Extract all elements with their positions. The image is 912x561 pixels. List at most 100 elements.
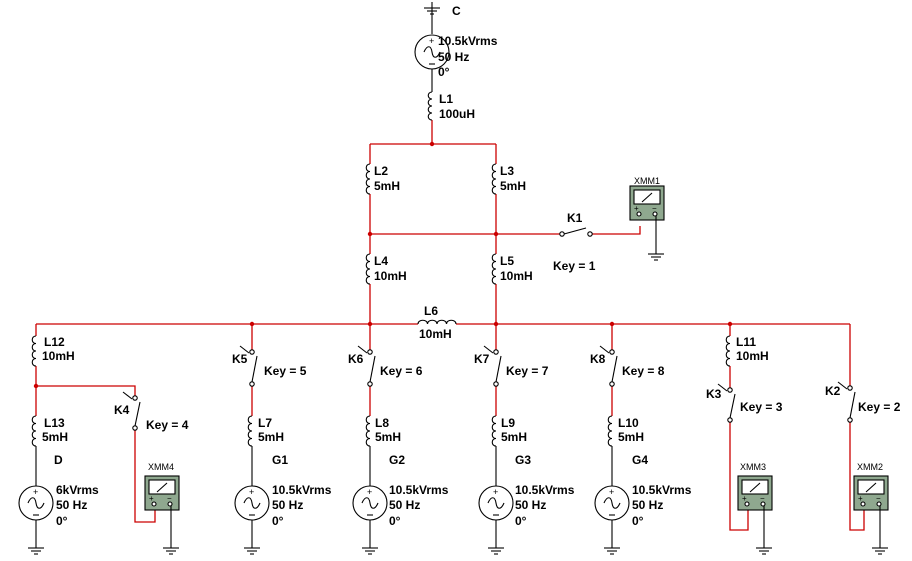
- XMM4-ground-icon: [163, 542, 179, 555]
- L2-value: 5mH: [374, 179, 401, 193]
- K5-switch: [239, 345, 258, 387]
- K8-switch-lever: [611, 355, 618, 383]
- K6-switch-lever: [369, 355, 376, 383]
- L4-name: L4: [374, 254, 389, 268]
- main-ac-source-sine: [423, 46, 441, 58]
- junction-dot: [609, 321, 615, 327]
- gen-G1-source-sine: [243, 497, 261, 509]
- gen-G2-source-plus: +: [367, 487, 372, 497]
- gen-G4-frequency: 50 Hz: [632, 498, 664, 512]
- XMM1-meter-needle: [641, 192, 653, 203]
- gen-G3-voltage: 10.5kVrms: [515, 483, 575, 497]
- gen-D-source: +: [18, 485, 54, 521]
- gen-G2-source: +: [352, 485, 388, 521]
- K5-switch-actuator: [239, 345, 250, 354]
- XMM4-meter-plus-sign: +: [149, 494, 154, 503]
- K1-switch-contact-left: [559, 231, 565, 237]
- L5-name: L5: [500, 254, 515, 268]
- G2-ground-icon: [362, 542, 378, 555]
- junction-dot: [493, 231, 499, 237]
- XMM1-meter-minus-sign: −: [652, 204, 657, 213]
- L13-name: L13: [44, 416, 65, 430]
- L3-inductor-coil: [491, 163, 497, 195]
- L9-inductor: [491, 415, 497, 447]
- K8-switch-contact-top: [609, 349, 615, 355]
- XMM3-meter-minus-sign: −: [760, 494, 765, 503]
- L12-inductor: [31, 335, 37, 367]
- gen-G3-frequency: 50 Hz: [515, 498, 547, 512]
- K5-switch-contact-top: [249, 349, 255, 355]
- L3-value: 5mH: [500, 179, 527, 193]
- L4-inductor: [365, 253, 371, 285]
- XMM1-meter: +−: [629, 185, 665, 221]
- main-source-voltage: 10.5kVrms: [438, 34, 498, 48]
- XMM1-meter-terminal-plus: [636, 211, 642, 217]
- L8-value: 5mH: [375, 430, 402, 444]
- L13-inductor: [31, 415, 37, 447]
- XMM1-ground-icon: [648, 248, 664, 261]
- G1-ground-icon: [244, 542, 260, 555]
- K7-switch-actuator: [483, 345, 494, 354]
- K1-name: K1: [567, 211, 583, 225]
- XMM3-meter-terminal-plus: [744, 501, 750, 507]
- meter-XMM1-label: XMM1: [634, 176, 661, 186]
- XMM4-meter-minus-sign: −: [167, 494, 172, 503]
- K4-switch-lever: [134, 401, 141, 427]
- K6-switch-contact-top: [367, 349, 373, 355]
- L8-name: L8: [375, 416, 390, 430]
- L5-inductor-coil: [491, 253, 497, 285]
- K5-name: K5: [232, 352, 248, 366]
- G4-ground-icon: [604, 542, 620, 555]
- gen-G4-phase: 0°: [632, 514, 644, 528]
- K8-switch-contact-bottom: [609, 381, 615, 387]
- K4-switch-contact-top: [132, 395, 138, 401]
- K5-switch-contact-bottom: [249, 381, 255, 387]
- L4-value: 10mH: [374, 269, 407, 283]
- K2-switch-lever: [849, 391, 856, 419]
- gen-G4-source-plus: +: [609, 487, 614, 497]
- K5-switch-lever: [251, 355, 258, 383]
- L7-inductor-coil: [247, 415, 253, 447]
- K3-switch-contact-top: [727, 387, 733, 393]
- gen-G1-voltage: 10.5kVrms: [272, 483, 332, 497]
- junction-dot: [429, 141, 435, 147]
- L1-name: L1: [439, 92, 454, 106]
- K3-switch-contact-bottom: [727, 417, 733, 423]
- gen-D-voltage: 6kVrms: [56, 483, 99, 497]
- XMM4-meter-terminal-minus: [167, 501, 173, 507]
- XMM4-meter-needle: [156, 482, 168, 493]
- components: ++−+−++++++−+−: [18, 2, 889, 555]
- K3-key: Key = 3: [740, 400, 783, 414]
- gen-G4-voltage: 10.5kVrms: [632, 483, 692, 497]
- L6-name: L6: [424, 304, 439, 318]
- gen-G1-source: +: [234, 485, 270, 521]
- gen-G3-source: +: [478, 485, 514, 521]
- junction-dot: [727, 321, 733, 327]
- K4-feed-wire: [36, 385, 136, 398]
- L10-inductor-coil: [607, 415, 613, 447]
- XMM3-meter-needle: [749, 482, 761, 493]
- gen-G2-phase: 0°: [389, 514, 401, 528]
- L2-inductor-coil: [365, 163, 371, 195]
- K4-switch: [122, 391, 141, 431]
- gen-D-frequency: 50 Hz: [56, 498, 88, 512]
- K2-key: Key = 2: [858, 400, 901, 414]
- L6-inductor: [417, 319, 457, 325]
- L11-inductor: [725, 335, 731, 367]
- junction-dot: [249, 321, 255, 327]
- gen-G4-source: +: [594, 485, 630, 521]
- L5-value: 10mH: [500, 269, 533, 283]
- XMM2-meter-terminal-plus: [860, 501, 866, 507]
- gen-G4-name: G4: [632, 453, 649, 467]
- L7-name: L7: [258, 416, 273, 430]
- gen-G3-name: G3: [515, 453, 532, 467]
- junction-dot: [367, 231, 373, 237]
- XMM3-meter-plus-sign: +: [742, 494, 747, 503]
- main-ac-source-plus: +: [429, 36, 434, 46]
- XMM4-meter-terminal-plus: [151, 501, 157, 507]
- junction-dot: [493, 321, 499, 327]
- gen-D-name: D: [54, 453, 63, 467]
- K1-to-XMM1: [592, 226, 641, 235]
- XMM3-meter-terminal-minus: [760, 501, 766, 507]
- K7-key: Key = 7: [506, 364, 549, 378]
